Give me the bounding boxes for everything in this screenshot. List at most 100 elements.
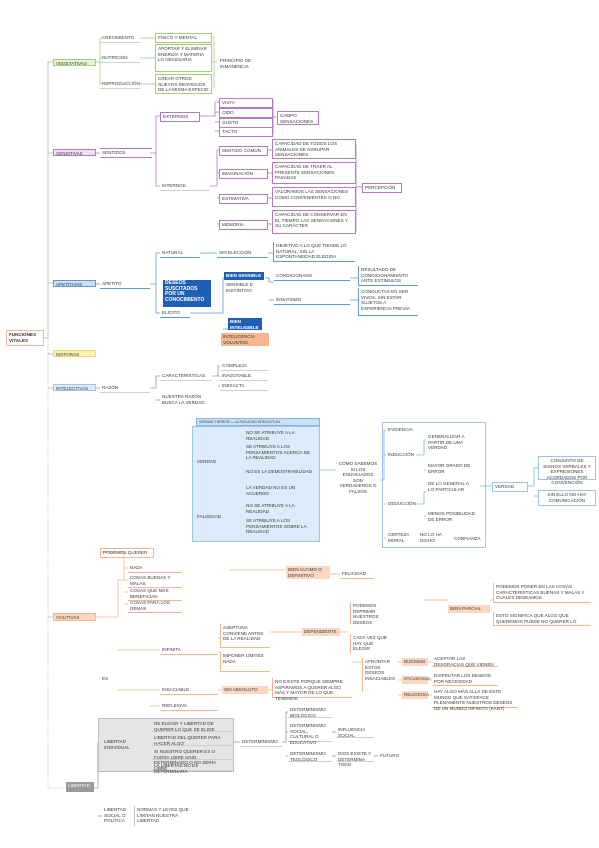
determinismo-social[interactable]: DETERMINISMO SOCIAL, CULTURAL O EDUCATIV…	[288, 722, 332, 745]
falsedad-item-2[interactable]: SE ATRIBUYE A LOS PENSAMIENTOS SOBRE LA …	[246, 518, 307, 535]
natural-node[interactable]: NATURAL	[160, 249, 200, 258]
felicidad-node[interactable]: FELICIDAD	[340, 570, 374, 579]
nutricion-node[interactable]: NUTRICIÓN	[100, 54, 140, 63]
deduccion-item-1[interactable]: DE LO GENERAL A LO PARTICULAR	[428, 481, 469, 492]
evidencia-node[interactable]: EVIDENCIA	[388, 427, 413, 432]
sentido-comun-desc[interactable]: CAPACIDAD DE TODOS LOS ANIMALES DE AGRUP…	[272, 139, 356, 159]
vista-node[interactable]: VISTA	[219, 98, 273, 108]
libertad-item-1[interactable]: DE ELEGIR Y LIBERTAD DE QUERER LO QUE SE…	[152, 720, 232, 732]
libertad-individual-node[interactable]: LIBERTAD INDIVIDUAL	[104, 739, 130, 750]
bien-ultimo-node[interactable]: BIEN ÚLTIMO O DEFINITIVO	[286, 566, 330, 579]
deduccion-item-2[interactable]: MENOS POSIBILIDAD DE ERROR	[428, 511, 475, 522]
root-node[interactable]: FUNCIONES VITALES	[6, 330, 44, 346]
imaginacion-node[interactable]: IMAGINACIÓN	[219, 169, 268, 179]
intelectivas-node[interactable]: INTELECTIVAS	[53, 384, 96, 391]
falsedad-node[interactable]: FALSEDAD	[197, 514, 221, 519]
compleja-node[interactable]: COMPLEJA	[220, 362, 268, 371]
deduccion-node[interactable]: DEDUCCIÓN	[388, 501, 416, 506]
determinismo-node[interactable]: DETERMINISMO	[240, 738, 282, 747]
induccion-node[interactable]: INDUCCIÓN	[388, 452, 415, 457]
libertad-item-2[interactable]: LIBERTAD DEL QUERER PARA HACER ALGO	[152, 734, 232, 746]
inexacta-node[interactable]: INEXACTA	[220, 382, 268, 391]
querer-item-1[interactable]: NADA	[128, 564, 182, 573]
externos-node[interactable]: EXTERNOS	[160, 112, 200, 122]
podemos-querer-node[interactable]: PODEMOS QUERER	[100, 548, 154, 558]
fisico-node[interactable]: FÍSICO Y MENTAL	[155, 33, 212, 43]
natural-desc[interactable]: OBJETIVO A LO QUE TIENDE LO NATURAL, SIN…	[273, 242, 355, 262]
campo-node[interactable]: CAMPO SENSACIONES	[277, 111, 319, 125]
sentido-comun-node[interactable]: SENTIDO COMÚN	[219, 146, 268, 156]
verdad-item-3[interactable]: NO ES LA DEMOSTRABILIDAD	[246, 469, 313, 474]
sentidos-node[interactable]: SENTIDOS	[100, 148, 152, 158]
reproduccion-node[interactable]: REPRODUCCIÓN	[100, 80, 140, 89]
sensible-instintivo-node[interactable]: SENSIBLE E INSTINTIVO	[226, 282, 253, 293]
deseos-node[interactable]: DESEOS SUSCITADOS POR UN CONOCIMIENTO	[163, 280, 211, 307]
verdad-error-header[interactable]: VERDAD Y ERROR — LA FACULTAD INTELECTUAL	[196, 418, 320, 426]
nuestra-razon-node[interactable]: NUESTRA RAZÓN BUSCA LA VERDAD	[162, 394, 205, 405]
querer-item-2[interactable]: COSAS BUENAS Y MALAS	[128, 574, 182, 589]
determinismo-biologico[interactable]: DETERMINISMO BIOLÓGICO	[288, 706, 332, 718]
inteligencia-voluntad-node[interactable]: INTELIGENCIA VOLUNTAD	[221, 333, 269, 346]
dependiente-node[interactable]: DEPENDIENTE	[302, 628, 340, 636]
infinita-item-1[interactable]: ASEPTUNA CONVIENE ANTES DE LA REALIDAD	[220, 624, 270, 648]
tacto-node[interactable]: TACTO	[219, 127, 273, 137]
verdad-desc-2[interactable]: SIN ELLO NO HAY COMUNICACIÓN	[538, 490, 596, 506]
libertad-node[interactable]: LIBERTAD	[66, 782, 94, 792]
imaginacion-desc[interactable]: CAPACIDAD DE TRAER AL PRESENTE SENSACION…	[272, 162, 356, 184]
bien-sensible-node[interactable]: BIEN SENSIBLE	[224, 272, 264, 280]
verdad-node-2[interactable]: VERDAD	[492, 482, 528, 492]
religiosa-desc[interactable]: HAY ALGO MÁS ALLÁ DE ESTE MUNDO QUE SATI…	[432, 688, 518, 711]
confianza-node[interactable]: CONFIANZA	[454, 536, 481, 541]
certeza-moral-node[interactable]: CERTEZA MORAL	[388, 532, 410, 543]
budismo-node[interactable]: BUDISMO	[402, 658, 428, 666]
epicureismo-desc[interactable]: DISFRUTAR LOS DESEOS POR NECESIDAD	[432, 672, 498, 686]
querer-item-4[interactable]: COSAS PARA LOS DEMÁS	[128, 599, 182, 614]
insaciable-node[interactable]: INSACIABLE	[160, 686, 218, 695]
religiosa-node[interactable]: RELIGIOSA	[402, 691, 429, 699]
principio-node[interactable]: PRINCIPIO DE INMANENCIA	[220, 58, 252, 69]
memoria-desc[interactable]: CAPACIDAD DE CONSERVAR EN EL TIEMPO LAS …	[272, 210, 356, 234]
infinita-node[interactable]: INFINITA	[160, 646, 218, 655]
sensitivas-node[interactable]: SENSITIVAS	[53, 149, 96, 156]
libertad-item-3[interactable]: SI NUESTRO QUERER ES O FUERA LIBRE SINO …	[152, 748, 232, 771]
sin-absoluto-desc[interactable]: NO EXISTE PORQUE SIEMPRE ASPIRAMOS A QUE…	[272, 678, 352, 701]
epicureismo-node[interactable]: EPICUREÍSMO	[402, 676, 431, 684]
crecimiento-node[interactable]: CRECIMIENTO	[100, 34, 140, 43]
oido-node[interactable]: OÍDO	[219, 108, 273, 118]
percepcion-node[interactable]: PERCEPCIÓN	[362, 183, 402, 193]
determinismo-teologico[interactable]: DETERMINISMO TEOLÓGICO	[288, 750, 332, 762]
apetitivas-node[interactable]: APETITIVAS	[53, 280, 96, 287]
falsedad-item-1[interactable]: NO SE ATRIBUYE A LA REALIDAD	[246, 503, 295, 514]
aportar-node[interactable]: APORTAR Y ELIMINAR ENERGÍA Y MATERIA LO …	[155, 44, 212, 72]
cada-vez-node[interactable]: CADA VEZ QUE HAY QUE ELEGIR	[350, 634, 392, 654]
budismo-desc[interactable]: ACEPTAR LAS DESGRACIAS QUE VIENEN	[432, 655, 498, 667]
innatismo-desc[interactable]: CONDUCTAS EN SER VIVOS, SIN ESTAR SUJETO…	[358, 288, 418, 316]
afrontar-node[interactable]: AFRONTAR ESTOS DESEOS INSACIABLES	[362, 658, 398, 692]
futuro-node[interactable]: FUTURO	[380, 753, 400, 758]
internos-node[interactable]: INTERNOS	[160, 182, 210, 191]
crear-node[interactable]: CREAR OTROS NUEVOS INDIVIDUOS DE LA MISM…	[155, 74, 212, 94]
estimativa-node[interactable]: ESTIMATIVA	[219, 194, 268, 204]
innatismo-node[interactable]: INNATISMO	[274, 296, 350, 305]
sin-absoluto-node[interactable]: SIN ABSOLUTO	[222, 686, 268, 694]
libertad-item-4[interactable]: LA LIBERTAD NO ES DETERMINADA	[152, 762, 232, 774]
volitivas-node[interactable]: VOLITIVAS	[53, 613, 96, 621]
induccion-item-1[interactable]: GENERALIZAR A PARTIR DE UNA VERDAD	[428, 434, 465, 451]
inagotable-node[interactable]: INAGOTABLE	[220, 372, 268, 381]
motoras-node[interactable]: MOTORAS	[53, 350, 96, 357]
infinita-item-2[interactable]: IMPONER LÍMITES NADA	[220, 652, 270, 672]
condicionado-desc[interactable]: RESULTADO DE CONDICIONAMIENTO ANTE ESTÍM…	[358, 266, 418, 286]
caracteristicas-node[interactable]: CARACTERÍSTICAS	[160, 372, 212, 381]
bien-parcial-node[interactable]: BIEN PARCIAL	[448, 605, 490, 613]
bien-inteligible-node[interactable]: BIEN INTELIGIBLE	[228, 318, 262, 330]
elicito-node[interactable]: ELÍCITO	[160, 309, 190, 318]
libertad-social-node[interactable]: LIBERTAD SOCIAL O POLÍTICA	[104, 807, 127, 824]
bien-parcial-desc-1[interactable]: PODEMOS PONER EN LAS COSAS CARACTERÍSTIC…	[493, 583, 591, 603]
estimativa-desc[interactable]: VALORAMOS LAS SENSACIONES COMO CONVENIEN…	[272, 187, 356, 207]
bien-parcial-desc-2[interactable]: ESTO SIGNIFICA QUE ALGO QUE QUEREMOS PUE…	[493, 612, 591, 626]
es-node[interactable]: ES	[102, 676, 109, 681]
querer-item-3[interactable]: COSAS QUE NOS BENEFICIAN	[128, 587, 182, 602]
induccion-item-2[interactable]: MAYOR GRADO DE ERROR	[428, 463, 471, 474]
verdad-item-1[interactable]: NO SE ATRIBUYE A LA REALIDAD	[246, 430, 295, 441]
como-sabemos-node[interactable]: CÓMO SABEMOS SI LOS ENUNCIADOS SON VERDA…	[338, 461, 378, 494]
